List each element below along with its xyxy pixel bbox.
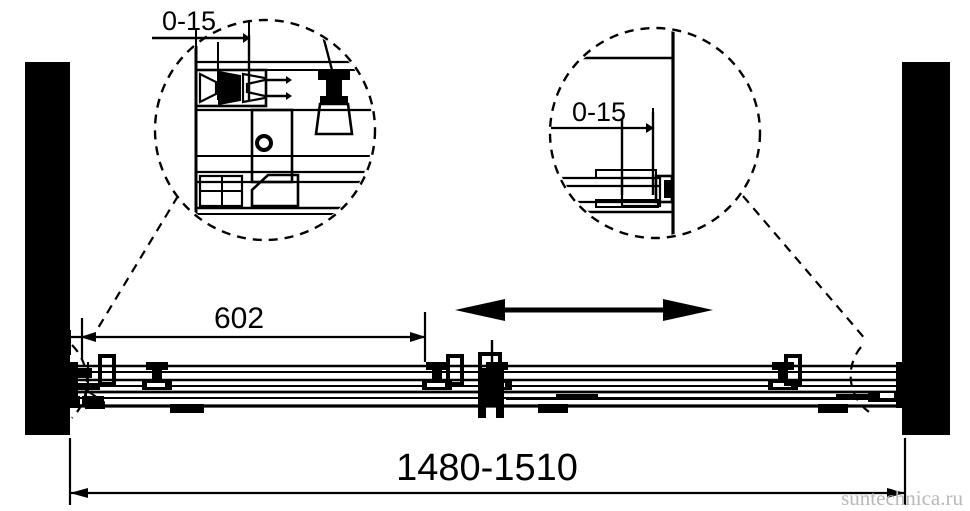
right-detail-circle — [548, 26, 762, 240]
right-detail-leader-line — [742, 195, 867, 341]
left-callout-arc-overlap — [71, 344, 89, 419]
slide-direction-arrow — [455, 299, 713, 321]
guide-shoe — [538, 404, 568, 413]
stop-bracket — [446, 354, 464, 386]
seal-profile — [194, 68, 292, 108]
right-detail-dimension: 0-15 — [551, 97, 654, 146]
wall-right — [902, 62, 950, 435]
watermark-text: suntechnica.ru — [841, 486, 963, 510]
right-detail-dimension-text: 0-15 — [572, 97, 626, 127]
guide-shoe — [170, 404, 204, 413]
right-callout-arc-overlap — [849, 346, 873, 415]
fixing-hole — [255, 134, 273, 152]
left-detail-dimension-text: 0-15 — [162, 6, 216, 36]
stop-bracket — [98, 354, 116, 386]
left-detail-leader-line — [91, 195, 179, 339]
centre-meeting-stile — [478, 340, 504, 418]
overall-width-dimension-text: 1480-1510 — [396, 447, 578, 489]
roller-carriage — [768, 362, 798, 390]
panel-width-dimension: 602 — [62, 302, 427, 362]
left-wall-profile — [66, 362, 105, 409]
wall-left — [25, 62, 70, 435]
roller-carriage — [422, 362, 452, 390]
left-detail-dimension: 0-15 — [152, 6, 250, 56]
roller-assembly — [314, 31, 354, 136]
left-detail-callout-group: 0-15 — [91, 6, 377, 339]
panel-width-dimension-text: 602 — [214, 302, 264, 335]
overall-width-dimension: 1480-1510 — [68, 438, 907, 505]
right-wall-profile — [868, 362, 904, 408]
left-detail-circle — [153, 18, 377, 242]
guide-shoe — [818, 404, 848, 413]
roller-carriage — [142, 362, 172, 390]
stop-bracket — [784, 354, 802, 386]
door-assembly — [66, 340, 904, 418]
right-detail-callout-group: 0-15 — [548, 26, 867, 341]
